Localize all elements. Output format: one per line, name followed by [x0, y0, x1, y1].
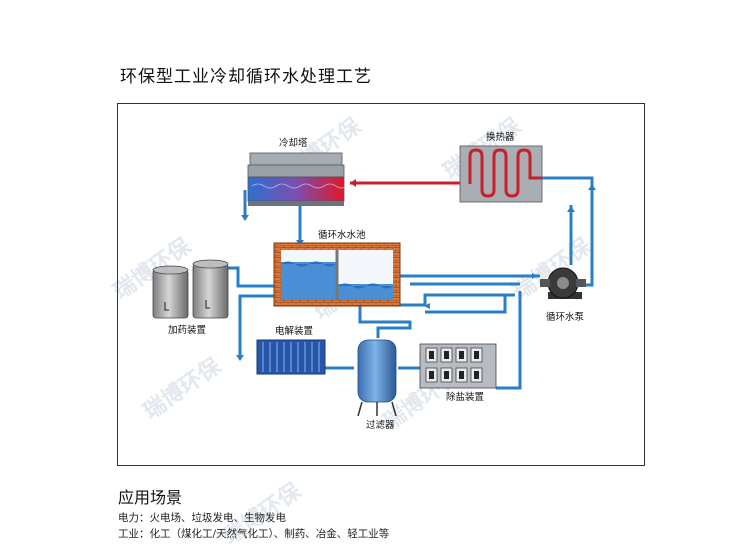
label-cooling-tower: 冷却塔 [279, 137, 308, 149]
application-title: 应用场景 [118, 488, 183, 507]
label-circulating-pool: 循环水水池 [318, 229, 366, 241]
pipe-pool-to-filter [358, 304, 412, 338]
label-filter: 过滤器 [366, 419, 395, 431]
label-circulating-pump: 循环水泵 [546, 311, 585, 323]
circulating-pump: 循环水泵 [540, 267, 586, 323]
filter: 过滤器 [357, 339, 397, 431]
heat-exchanger: 换热器 [459, 131, 543, 203]
label-electrolysis-unit: 电解装置 [275, 325, 313, 337]
electrolysis-unit: 电解装置 [256, 325, 326, 375]
cooling-tower: 冷却塔 [247, 137, 347, 206]
application-line-industry: 工业：化工（煤化工/天然气化工）、制药、冶金、轻工业等 [118, 528, 390, 540]
blue-pipes [228, 176, 594, 390]
dosing-unit: 加药装置 [152, 259, 229, 336]
desalination-unit: 除盐装置 [419, 343, 497, 403]
label-desalination-unit: 除盐装置 [446, 391, 484, 403]
application-line-power: 电力：火电场、垃圾发电、生物发电 [118, 512, 286, 524]
circulating-pool: 循环水水池 [273, 229, 401, 307]
pipe-pump-to-desalination [496, 291, 522, 390]
pipe-dosing-to-pool [228, 266, 275, 288]
label-heat-exchanger: 换热器 [486, 131, 515, 143]
pipe-pump-to-exchanger [542, 176, 594, 287]
label-dosing-unit: 加药装置 [168, 324, 206, 336]
diagram-frame [117, 103, 645, 466]
watermark-6: 瑞博环保 [139, 353, 227, 425]
page-title: 环保型工业冷却循环水处理工艺 [120, 67, 372, 87]
pipe-pool-left-branch [238, 294, 275, 358]
